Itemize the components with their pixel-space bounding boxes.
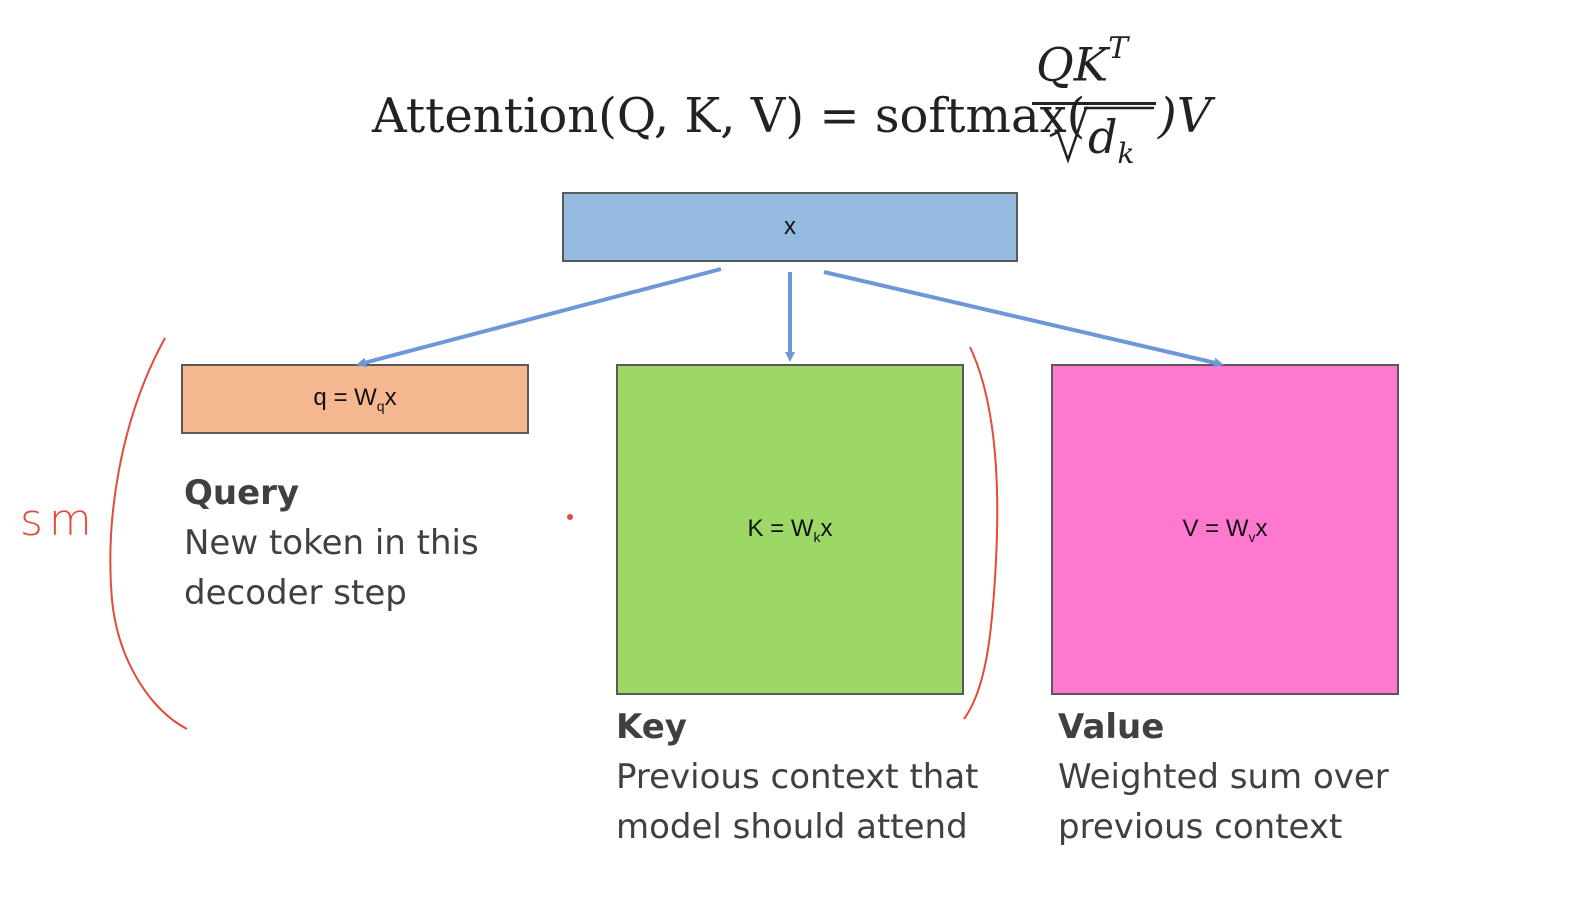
query-equation: q = Wqx [313,384,397,414]
sqrt-overline [1084,106,1154,110]
sqrt-icon [1049,106,1088,164]
value-box: V = Wvx [1051,364,1399,695]
right-bracket-ink [963,346,999,720]
key-title: Key [616,707,687,747]
ink-dot [567,514,573,520]
query-desc-line1: New token in this [184,523,479,563]
arrow-to-value [823,270,1224,368]
key-desc-line1: Previous context that [616,757,979,797]
query-title: Query [184,473,300,513]
value-label: Value Weighted sum over previous context [1058,702,1478,852]
query-box: q = Wqx [181,364,529,434]
value-desc-line1: Weighted sum over [1058,757,1389,797]
key-label: Key Previous context that model should a… [616,702,1036,852]
key-box: K = Wkx [616,364,964,695]
formula-denominator: dk [1088,110,1135,171]
formula-numerator: QKT [1036,31,1129,92]
value-title: Value [1058,707,1165,747]
query-desc-line2: decoder step [184,573,407,613]
left-bracket-ink [109,337,188,730]
value-desc-line2: previous context [1058,807,1343,847]
query-label: Query New token in this decoder step [184,468,564,618]
arrow-to-query [356,267,722,368]
formula-fraction-bar [1032,102,1156,105]
attention-formula: Attention(Q, K, V) = softmax( QKT dk )V [372,30,1232,170]
key-desc-line2: model should attend [616,807,968,847]
input-x-label: x [784,213,796,240]
value-equation: V = Wvx [1182,514,1268,545]
input-x-box: x [562,192,1018,262]
formula-right: )V [1158,88,1212,144]
formula-left: Attention(Q, K, V) = softmax( [372,88,1086,144]
handwritten-sm: sm [20,495,98,546]
key-equation: K = Wkx [747,514,833,545]
